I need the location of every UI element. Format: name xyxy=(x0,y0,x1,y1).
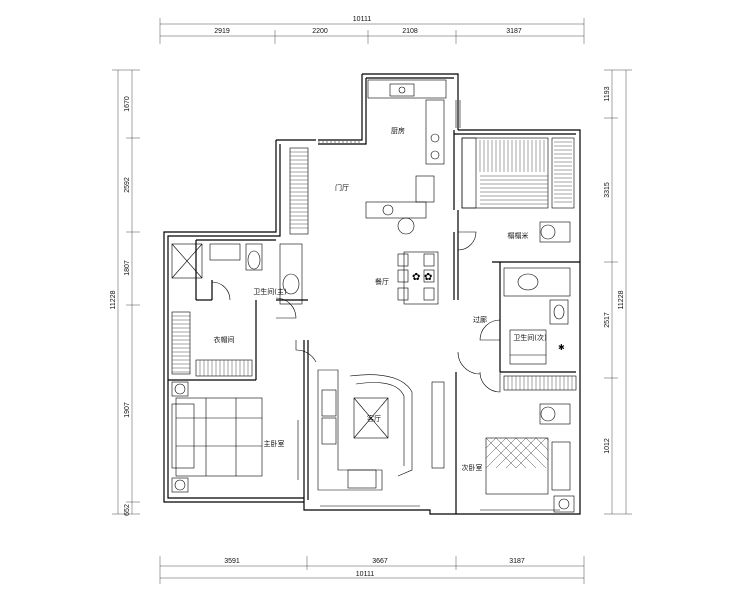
outer-walls xyxy=(163,73,581,515)
hatch-line xyxy=(505,437,537,469)
left-seg-2: 2592 xyxy=(124,177,131,193)
room-label-dining: 餐厅 xyxy=(375,277,389,286)
plant-icon: ✿ xyxy=(424,272,432,283)
kitchen-fixtures: 厨房 xyxy=(365,79,447,235)
right-dimension-chain: 1193 3315 2517 1012 11228 xyxy=(604,69,632,515)
top-total-label: 10111 xyxy=(353,16,372,23)
hatch-line xyxy=(485,437,517,469)
right-seg-4: 1012 xyxy=(604,438,611,454)
shower-icon: ✱ xyxy=(558,343,565,352)
top-seg-1: 2919 xyxy=(214,28,230,35)
bottom-total-label: 10111 xyxy=(356,571,375,578)
foyer-shoe-cabinet: 门厅 xyxy=(289,147,349,235)
room-label-tatami: 榻榻米 xyxy=(508,231,529,240)
room-label-foyer: 门厅 xyxy=(335,183,349,192)
left-seg-4: 1907 xyxy=(124,402,131,418)
stove-burner-icon xyxy=(430,133,440,143)
stove-burner-icon xyxy=(430,150,440,160)
top-dimension-chain: 10111 2919 2200 2108 3187 xyxy=(159,16,585,44)
room-label-kitchen: 厨房 xyxy=(391,126,405,135)
left-seg-3: 1807 xyxy=(124,260,131,276)
plant-icon: ✿ xyxy=(412,272,420,283)
right-seg-3: 2517 xyxy=(604,312,611,328)
room-label-guest-bath: 卫生间(次) xyxy=(513,333,547,342)
master-bathroom: 卫生间(主) xyxy=(171,243,303,305)
hatch-line xyxy=(525,437,549,461)
hatch-line xyxy=(545,437,549,441)
master-bedroom: 主卧室 xyxy=(171,381,285,493)
hatch-line xyxy=(535,437,549,451)
left-total-label: 11228 xyxy=(110,290,117,309)
top-seg-4: 3187 xyxy=(506,28,522,35)
room-label-corridor: 过廊 xyxy=(473,315,487,324)
bottom-seg-3: 3187 xyxy=(509,558,525,565)
bottom-dimension-chain: 3591 3667 3187 10111 xyxy=(159,556,585,584)
left-seg-1: 1670 xyxy=(124,96,131,112)
hatch-line xyxy=(515,437,547,469)
bottom-seg-1: 3591 xyxy=(224,558,240,565)
room-label-closet: 衣帽间 xyxy=(214,335,235,344)
left-seg-5: 652 xyxy=(124,504,131,516)
guest-bathroom: ✱ 卫生间(次) 过廊 xyxy=(473,267,571,365)
room-label-second-bedroom: 次卧室 xyxy=(462,463,483,472)
top-seg-3: 2108 xyxy=(402,28,418,35)
top-seg-2: 2200 xyxy=(312,28,328,35)
hatch-line xyxy=(485,437,507,459)
left-dimension-chain: 1670 2592 1807 1907 652 11228 xyxy=(110,69,140,516)
room-label-master-bath: 卫生间(主) xyxy=(253,287,287,296)
second-bedroom: 次卧室 xyxy=(462,375,577,513)
tatami-room: 榻榻米 xyxy=(461,137,575,243)
room-label-living: 客厅 xyxy=(367,414,381,423)
living-room: 客厅 xyxy=(317,369,445,491)
hatch-line xyxy=(495,437,527,469)
interior-walls xyxy=(168,130,580,514)
right-seg-1: 1193 xyxy=(604,86,611,101)
walk-in-closet: 衣帽间 xyxy=(171,311,253,377)
hatch-line xyxy=(485,437,497,449)
right-total-label: 11228 xyxy=(618,290,625,309)
right-seg-2: 3315 xyxy=(604,182,611,198)
bottom-seg-2: 3667 xyxy=(372,558,388,565)
dining-set: ✿ ✿ 餐厅 xyxy=(375,251,439,305)
room-label-master-bedroom: 主卧室 xyxy=(264,439,285,448)
doors xyxy=(211,231,501,480)
